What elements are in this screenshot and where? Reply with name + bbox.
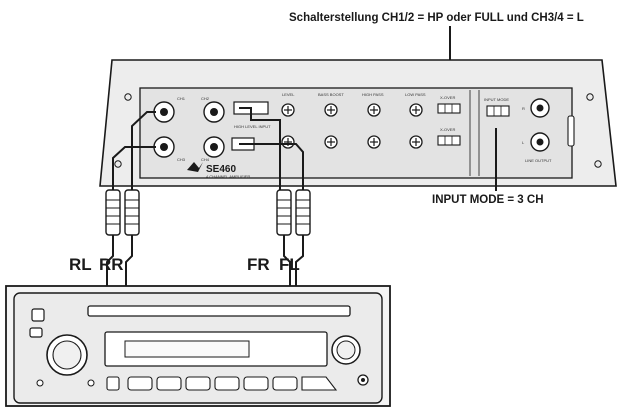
rca-cables bbox=[106, 107, 304, 286]
bass-boost-knob-ch34[interactable] bbox=[324, 135, 338, 149]
rca-plug-fl bbox=[295, 189, 311, 236]
channel-label-rr: RR bbox=[99, 255, 124, 274]
mode-button[interactable] bbox=[29, 327, 43, 338]
x-over-label-2: X-OVER bbox=[440, 127, 455, 132]
rca-plug-rr bbox=[124, 189, 140, 236]
channel-label-rl: RL bbox=[69, 255, 92, 274]
cd-slot[interactable] bbox=[87, 305, 351, 317]
level-knob-ch34[interactable] bbox=[281, 135, 295, 149]
switch-setting-annotation: Schalterstellung CH1/2 = HP oder FULL un… bbox=[289, 12, 584, 24]
low-pass-knob-ch34[interactable] bbox=[409, 135, 423, 149]
level-knob-ch12[interactable] bbox=[281, 103, 295, 117]
reset-hole-icon bbox=[36, 379, 44, 387]
eject-button[interactable] bbox=[301, 376, 338, 391]
high-level-input-label: HIGH LEVEL INPUT bbox=[234, 124, 271, 129]
screw-hole-icon bbox=[124, 93, 132, 101]
channel-label-fl: FL bbox=[279, 255, 300, 274]
preset-button-4[interactable] bbox=[214, 376, 240, 391]
rca-plug-rl bbox=[105, 189, 121, 236]
ch3-label: CH3 bbox=[177, 157, 186, 162]
ch2-label: CH2 bbox=[201, 96, 210, 101]
ch4-label: CH4 bbox=[201, 157, 210, 162]
screw-hole-icon bbox=[114, 160, 122, 168]
line-output-label: LINE OUTPUT bbox=[525, 158, 552, 163]
preset-buttons bbox=[106, 376, 338, 391]
preset-button-2[interactable] bbox=[156, 376, 182, 391]
x-over-switch-ch12[interactable] bbox=[437, 103, 461, 114]
release-button[interactable] bbox=[31, 308, 45, 322]
high-pass-knob-ch12[interactable] bbox=[367, 103, 381, 117]
amplifier-subtitle: 4 CHANNEL AMPLIFIER bbox=[206, 174, 250, 179]
preset-button-5[interactable] bbox=[243, 376, 269, 391]
function-button[interactable] bbox=[106, 376, 120, 391]
display-panel bbox=[124, 340, 250, 358]
indicator-icon bbox=[87, 379, 95, 387]
high-pass-label: HIGH PASS bbox=[362, 92, 384, 97]
channel-label-fr: FR bbox=[247, 255, 270, 274]
preset-button-6[interactable] bbox=[272, 376, 298, 391]
x-over-label: X-OVER bbox=[440, 95, 455, 100]
preset-button-3[interactable] bbox=[185, 376, 211, 391]
low-pass-label: LOW PASS bbox=[405, 92, 426, 97]
input-mode-annotation: INPUT MODE = 3 CH bbox=[432, 194, 544, 206]
preset-button-1[interactable] bbox=[127, 376, 153, 391]
l-label: L bbox=[522, 140, 525, 145]
ch1-label: CH1 bbox=[177, 96, 186, 101]
brand-logo-icon bbox=[187, 162, 203, 172]
r-label: R bbox=[522, 106, 525, 111]
bass-boost-knob-ch12[interactable] bbox=[324, 103, 338, 117]
screw-hole-icon bbox=[594, 160, 602, 168]
bass-boost-label: BASS BOOST bbox=[318, 92, 344, 97]
input-mode-label: INPUT MODE bbox=[484, 97, 509, 102]
amplifier: CH1 CH2 CH3 CH4 HIGH LEVEL INPUT LEVEL B… bbox=[99, 59, 617, 187]
high-pass-knob-ch34[interactable] bbox=[367, 135, 381, 149]
rca-plug-fr bbox=[276, 189, 292, 236]
input-mode-switch[interactable] bbox=[486, 105, 510, 117]
low-pass-knob-ch12[interactable] bbox=[409, 103, 423, 117]
head-unit bbox=[5, 285, 391, 407]
screw-hole-icon bbox=[586, 93, 594, 101]
fuse-slot bbox=[567, 115, 575, 147]
level-label: LEVEL bbox=[282, 92, 295, 97]
amplifier-model-logo: SE460 bbox=[206, 164, 236, 175]
x-over-switch-ch34[interactable] bbox=[437, 135, 461, 146]
